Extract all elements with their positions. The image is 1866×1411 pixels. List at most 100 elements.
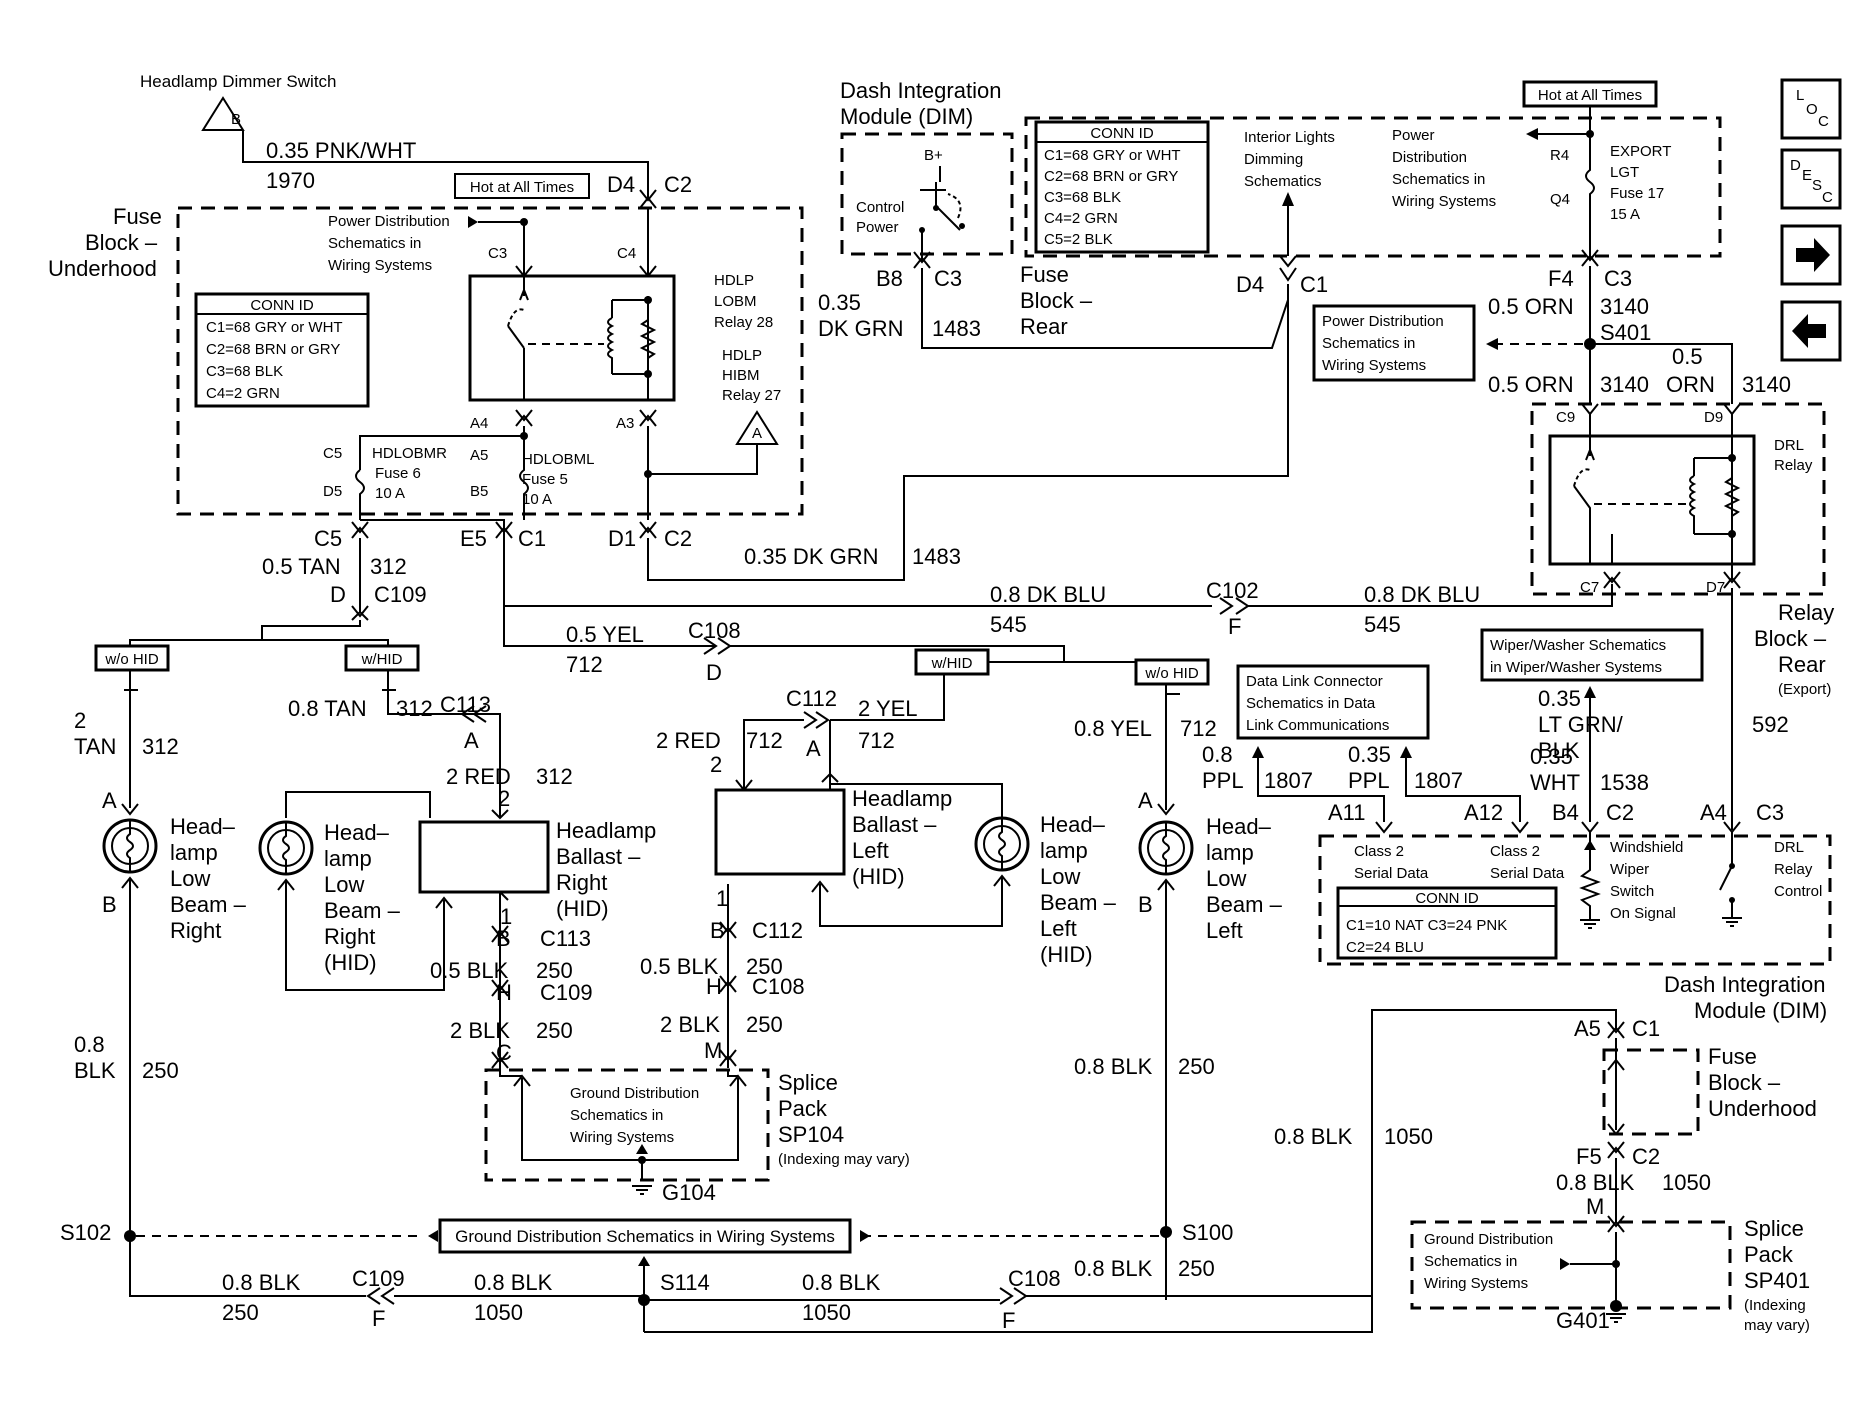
dimmer-switch-triangle: [201, 96, 245, 131]
svg-text:545: 545: [1364, 612, 1401, 637]
svg-text:F: F: [372, 1306, 385, 1331]
svg-text:lamp: lamp: [324, 846, 372, 871]
svg-text:Serial Data: Serial Data: [1354, 865, 1429, 882]
svg-text:L: L: [1796, 87, 1804, 104]
svg-text:E5: E5: [460, 526, 487, 551]
svg-text:Ground Distribution Schematics: Ground Distribution Schematics in Wiring…: [455, 1227, 835, 1246]
svg-text:Fuse 17: Fuse 17: [1610, 185, 1664, 202]
svg-text:0.8 BLK: 0.8 BLK: [222, 1270, 301, 1295]
svg-text:Schematics in Data: Schematics in Data: [1246, 695, 1376, 712]
svg-text:15 A: 15 A: [1610, 206, 1640, 223]
svg-text:B4: B4: [1552, 800, 1579, 825]
svg-text:C4: C4: [617, 245, 636, 262]
svg-text:Block –: Block –: [1754, 626, 1827, 651]
svg-text:2 BLK: 2 BLK: [660, 1012, 720, 1037]
svg-text:Relay: Relay: [1774, 457, 1813, 474]
svg-text:(Indexing: (Indexing: [1744, 1297, 1806, 1314]
svg-text:HDLP: HDLP: [714, 272, 754, 289]
svg-text:C3=68 BLK: C3=68 BLK: [1044, 189, 1121, 206]
svg-text:Ground Distribution: Ground Distribution: [1424, 1231, 1553, 1248]
svg-text:Control: Control: [856, 199, 904, 216]
svg-text:(Indexing may vary): (Indexing may vary): [778, 1151, 910, 1168]
relay-block-rear: [1530, 402, 1826, 596]
svg-text:DK GRN: DK GRN: [818, 316, 904, 341]
next-page-button[interactable]: [1780, 224, 1842, 286]
svg-text:Fuse: Fuse: [113, 204, 162, 229]
svg-text:Low: Low: [324, 872, 364, 897]
svg-text:3140: 3140: [1742, 372, 1791, 397]
svg-text:in Wiper/Washer Systems: in Wiper/Washer Systems: [1490, 659, 1662, 676]
loc-button[interactable]: L O C: [1780, 78, 1842, 140]
svg-text:Class 2: Class 2: [1490, 843, 1540, 860]
svg-text:10 A: 10 A: [522, 491, 552, 508]
connector-id-table-dim: CONN ID C1=10 NAT C3=24 PNK C2=24 BLU: [1336, 886, 1558, 960]
svg-text:2 YEL: 2 YEL: [858, 696, 918, 721]
svg-text:w/o HID: w/o HID: [104, 651, 159, 668]
svg-text:B: B: [102, 892, 117, 917]
svg-text:EXPORT: EXPORT: [1610, 143, 1671, 160]
svg-text:Data Link Connector: Data Link Connector: [1246, 673, 1383, 690]
svg-text:Underhood: Underhood: [48, 256, 157, 281]
svg-text:0.5: 0.5: [1672, 344, 1703, 369]
svg-text:Serial Data: Serial Data: [1490, 865, 1565, 882]
svg-text:HDLOBML: HDLOBML: [522, 451, 595, 468]
desc-button[interactable]: D E S C: [1780, 148, 1842, 210]
headlamp-ballast-left: [714, 788, 846, 876]
svg-text:Head–: Head–: [1206, 814, 1272, 839]
svg-text:A4: A4: [470, 415, 488, 432]
svg-text:ORN: ORN: [1666, 372, 1715, 397]
svg-text:S: S: [1812, 177, 1822, 194]
svg-text:CONN ID: CONN ID: [1090, 125, 1154, 142]
svg-text:0.8 BLK: 0.8 BLK: [1074, 1256, 1153, 1281]
svg-text:2 RED: 2 RED: [446, 764, 511, 789]
dash-integration-module-bottom: [1318, 834, 1832, 966]
svg-text:C1: C1: [518, 526, 546, 551]
svg-text:(HID): (HID): [556, 896, 609, 921]
svg-text:0.8 YEL: 0.8 YEL: [1074, 716, 1152, 741]
svg-text:D5: D5: [323, 483, 342, 500]
svg-text:(HID): (HID): [324, 950, 377, 975]
svg-text:SP104: SP104: [778, 1122, 844, 1147]
svg-text:2 BLK: 2 BLK: [450, 1018, 510, 1043]
svg-text:Schematics in: Schematics in: [1392, 171, 1485, 188]
svg-text:Relay 28: Relay 28: [714, 314, 773, 331]
svg-text:1050: 1050: [1662, 1170, 1711, 1195]
svg-text:1050: 1050: [802, 1300, 851, 1325]
svg-text:C: C: [1818, 113, 1829, 130]
svg-text:B: B: [496, 926, 511, 951]
svg-text:Power Distribution: Power Distribution: [328, 213, 450, 230]
svg-text:0.8 DK BLU: 0.8 DK BLU: [1364, 582, 1480, 607]
svg-text:1483: 1483: [912, 544, 961, 569]
svg-text:C108: C108: [752, 974, 805, 999]
svg-text:Dash Integration: Dash Integration: [840, 78, 1001, 103]
svg-text:B+: B+: [924, 147, 943, 164]
svg-text:Right: Right: [324, 924, 375, 949]
svg-text:712: 712: [746, 728, 783, 753]
svg-text:Head–: Head–: [1040, 812, 1106, 837]
svg-text:0.5 TAN: 0.5 TAN: [262, 554, 341, 579]
svg-text:0.35: 0.35: [1348, 742, 1391, 767]
svg-text:Splice: Splice: [1744, 1216, 1804, 1241]
svg-text:Wiring Systems: Wiring Systems: [570, 1129, 674, 1146]
svg-text:0.8 BLK: 0.8 BLK: [1556, 1170, 1635, 1195]
svg-text:1970: 1970: [266, 168, 315, 193]
svg-text:Beam –: Beam –: [170, 892, 247, 917]
svg-text:D: D: [706, 660, 722, 685]
svg-text:Block –: Block –: [85, 230, 158, 255]
svg-text:Left: Left: [1040, 916, 1077, 941]
svg-text:DRL: DRL: [1774, 437, 1804, 454]
svg-text:Relay: Relay: [1778, 600, 1834, 625]
splice-pack-sp104: [484, 1068, 770, 1182]
svg-text:0.8: 0.8: [1202, 742, 1233, 767]
svg-text:Link Communications: Link Communications: [1246, 717, 1389, 734]
svg-text:HDLOBMR: HDLOBMR: [372, 445, 447, 462]
drl-relay: [1548, 414, 1756, 580]
svg-text:C1=68 GRY or WHT: C1=68 GRY or WHT: [1044, 147, 1181, 164]
svg-text:C109: C109: [374, 582, 427, 607]
previous-page-button[interactable]: [1780, 300, 1842, 362]
svg-text:C5=2 BLK: C5=2 BLK: [1044, 231, 1113, 248]
svg-text:3140: 3140: [1600, 372, 1649, 397]
svg-text:HDLP: HDLP: [722, 347, 762, 364]
svg-text:Fuse 5: Fuse 5: [522, 471, 568, 488]
svg-text:F: F: [1002, 1308, 1015, 1333]
